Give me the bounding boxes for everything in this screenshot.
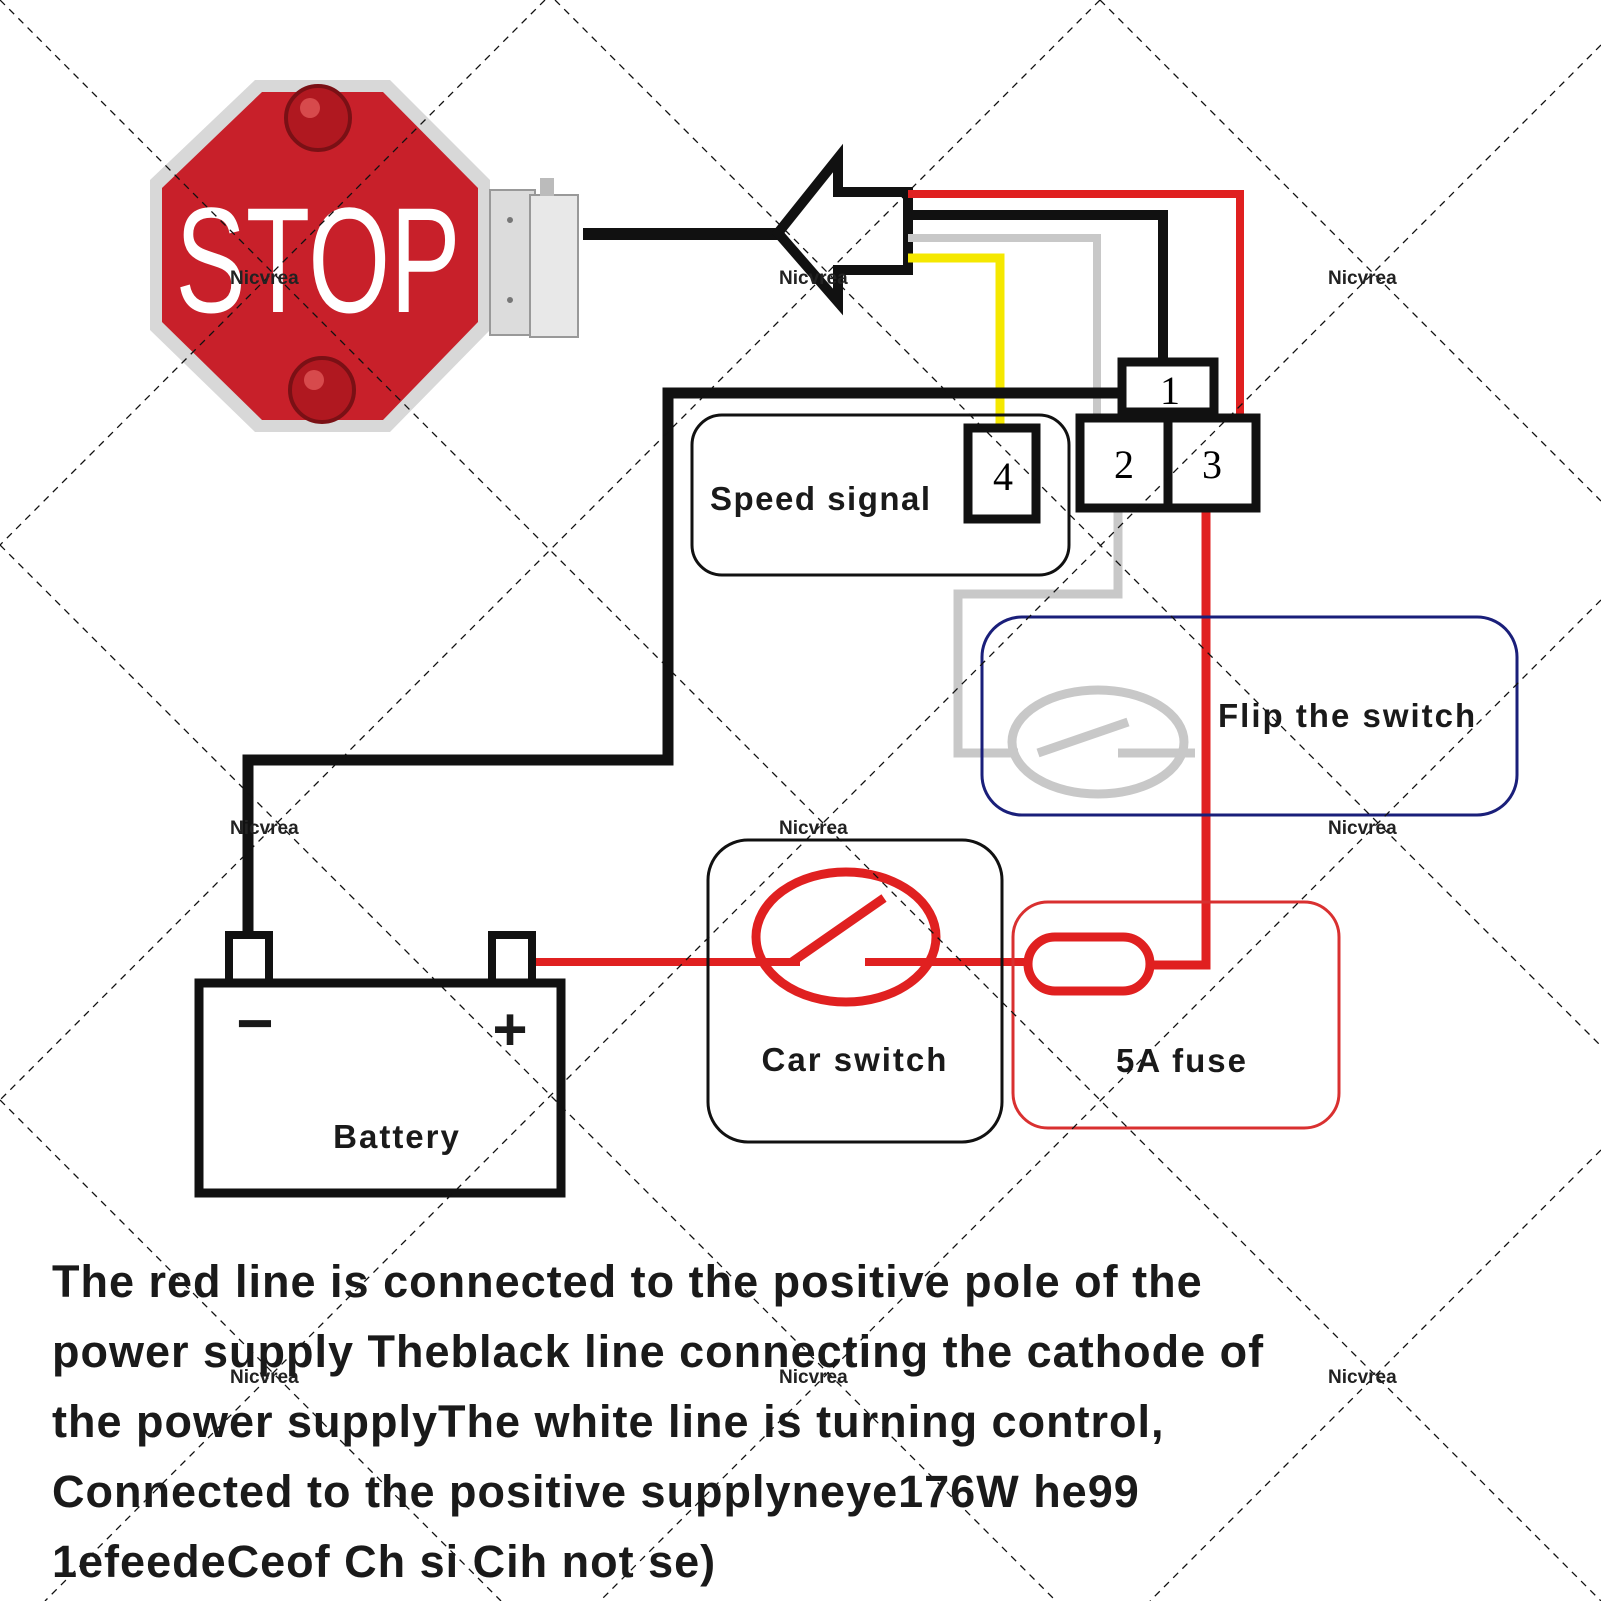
watermark: Nicvrea [230, 268, 299, 289]
flip-switch-icon [1007, 685, 1189, 799]
caption-line-3: the power supplyThe white line is turnin… [52, 1396, 1165, 1447]
car-switch-box: Car switch [706, 838, 1004, 1144]
terminal-1 [1117, 357, 1219, 417]
yellow-wire [908, 253, 1005, 430]
caption-line-4: Connected to the positive supplyneye176W… [52, 1466, 1140, 1517]
gray-wire-flip [953, 505, 1123, 758]
stop-sign-text: STOP [176, 176, 461, 344]
caption-line-5: 1efeedeCeof Ch si Cih not se) [52, 1536, 717, 1587]
watermark: Nicvrea [1328, 268, 1397, 289]
bottom-red-light-icon [288, 356, 356, 424]
caption-line-1: The red line is connected to the positiv… [52, 1256, 1203, 1307]
connector-arrow-icon [771, 143, 913, 316]
caption-line-2: power supply Theblack line connecting th… [52, 1326, 1265, 1377]
battery-negative-icon: − [236, 987, 273, 1059]
speed-signal-box: 4 Speed signal [690, 413, 1071, 577]
caption: The red line is connected to the positiv… [52, 1247, 1582, 1597]
watermark: Nicvrea [1328, 818, 1397, 839]
watermarks: Nicvrea Nicvrea Nicvrea Nicvrea Nicvrea … [230, 268, 1397, 1388]
motor-housing [489, 178, 579, 338]
terminal-4 [963, 423, 1041, 524]
terminal-2 [1075, 413, 1173, 513]
flip-switch-label: Flip the switch [1218, 697, 1477, 734]
car-switch-label: Car switch [762, 1041, 949, 1078]
fuse-icon [1023, 932, 1155, 996]
watermark: Nicvrea [779, 268, 848, 289]
terminal-1-label: 1 [1160, 368, 1180, 413]
terminal-block: 1 2 3 [1075, 357, 1261, 513]
flip-switch-box: Flip the switch [980, 615, 1519, 817]
fuse-box: 5A fuse [1011, 900, 1341, 1130]
watermark: Nicvrea [1328, 1367, 1397, 1388]
black-wire-battery [242, 387, 1122, 938]
battery-label: Battery [333, 1118, 461, 1155]
terminal-3-label: 3 [1202, 442, 1222, 487]
speed-signal-label: Speed signal [710, 480, 932, 517]
stop-sign: STOP [150, 80, 490, 432]
car-switch-icon [751, 867, 941, 1007]
gray-wire-top [908, 234, 1101, 430]
black-wire-top [908, 210, 1168, 362]
terminal-4-label: 4 [993, 454, 1013, 499]
red-wire-top [908, 190, 1244, 415]
watermark: Nicvrea [230, 818, 299, 839]
fuse-label: 5A fuse [1116, 1042, 1248, 1079]
watermark: Nicvrea [779, 818, 848, 839]
battery-positive-icon: + [492, 996, 527, 1063]
watermark: Nicvrea [230, 1367, 299, 1388]
red-wire-fuse [1148, 505, 1211, 970]
battery: − + Battery [194, 931, 566, 1198]
terminal-2-label: 2 [1114, 442, 1134, 487]
top-red-light-icon [284, 84, 352, 152]
watermark: Nicvrea [779, 1367, 848, 1388]
